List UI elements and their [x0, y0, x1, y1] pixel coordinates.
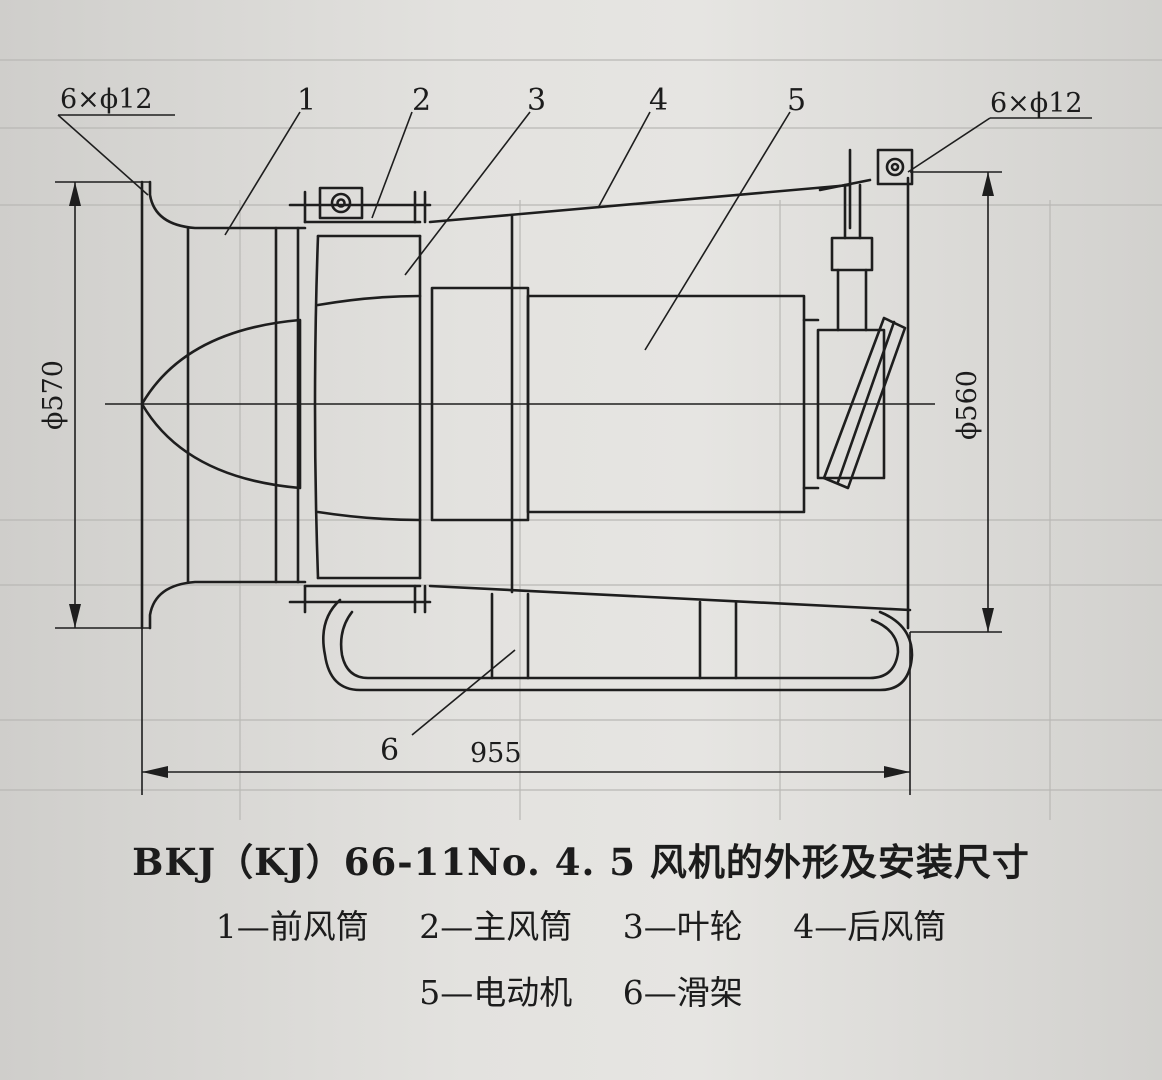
- outlet-diameter-dimension: [910, 171, 1002, 633]
- front-duct: [140, 226, 302, 584]
- legend-item-motor: 5—电动机: [419, 973, 573, 1012]
- inlet-diameter-label: ϕ570: [38, 360, 69, 430]
- part-number-1: 1: [297, 83, 316, 118]
- legend-item-impeller: 3—叶轮: [622, 907, 743, 946]
- outlet-hole-spec: 6×ϕ12: [990, 88, 1083, 119]
- part-number-6: 6: [380, 733, 399, 768]
- overall-length-label: 955: [470, 738, 522, 769]
- legend-row-2: 5—电动机 6—滑架: [0, 966, 1162, 1014]
- part-number-2: 2: [412, 83, 431, 118]
- legend-item-rear-duct: 4—后风筒: [793, 907, 947, 946]
- background-table-lines: [0, 59, 1162, 820]
- part-leaders: [224, 111, 791, 736]
- main-duct: [288, 186, 432, 614]
- part-number-5: 5: [787, 83, 806, 118]
- inlet-hole-spec: 6×ϕ12: [60, 84, 153, 115]
- outlet-hole-note: [907, 117, 1092, 173]
- impeller: [313, 234, 422, 580]
- inlet-diameter-dimension: [55, 181, 150, 629]
- legend-item-front-duct: 1—前风筒: [215, 907, 369, 946]
- rear-duct: [428, 148, 914, 630]
- legend-row-1: 1—前风筒 2—主风筒 3—叶轮 4—后风筒: [0, 900, 1162, 948]
- fan-outline-drawing: 1 2 3 4 5 6 6×ϕ12 6×ϕ12 ϕ570: [0, 59, 1162, 820]
- legend-item-slide-frame: 6—滑架: [622, 973, 743, 1012]
- overall-length-dimension: [141, 628, 911, 795]
- motor: [430, 183, 907, 522]
- part-number-3: 3: [527, 83, 546, 118]
- part-number-4: 4: [649, 83, 668, 118]
- outlet-diameter-label: ϕ560: [952, 370, 983, 440]
- figure-title: BKJ（KJ）66-11No. 4. 5 风机的外形及安装尺寸: [132, 840, 1030, 884]
- legend-item-main-duct: 2—主风筒: [419, 907, 573, 946]
- slide-frame: [322, 592, 914, 692]
- inlet-flange: [140, 180, 307, 630]
